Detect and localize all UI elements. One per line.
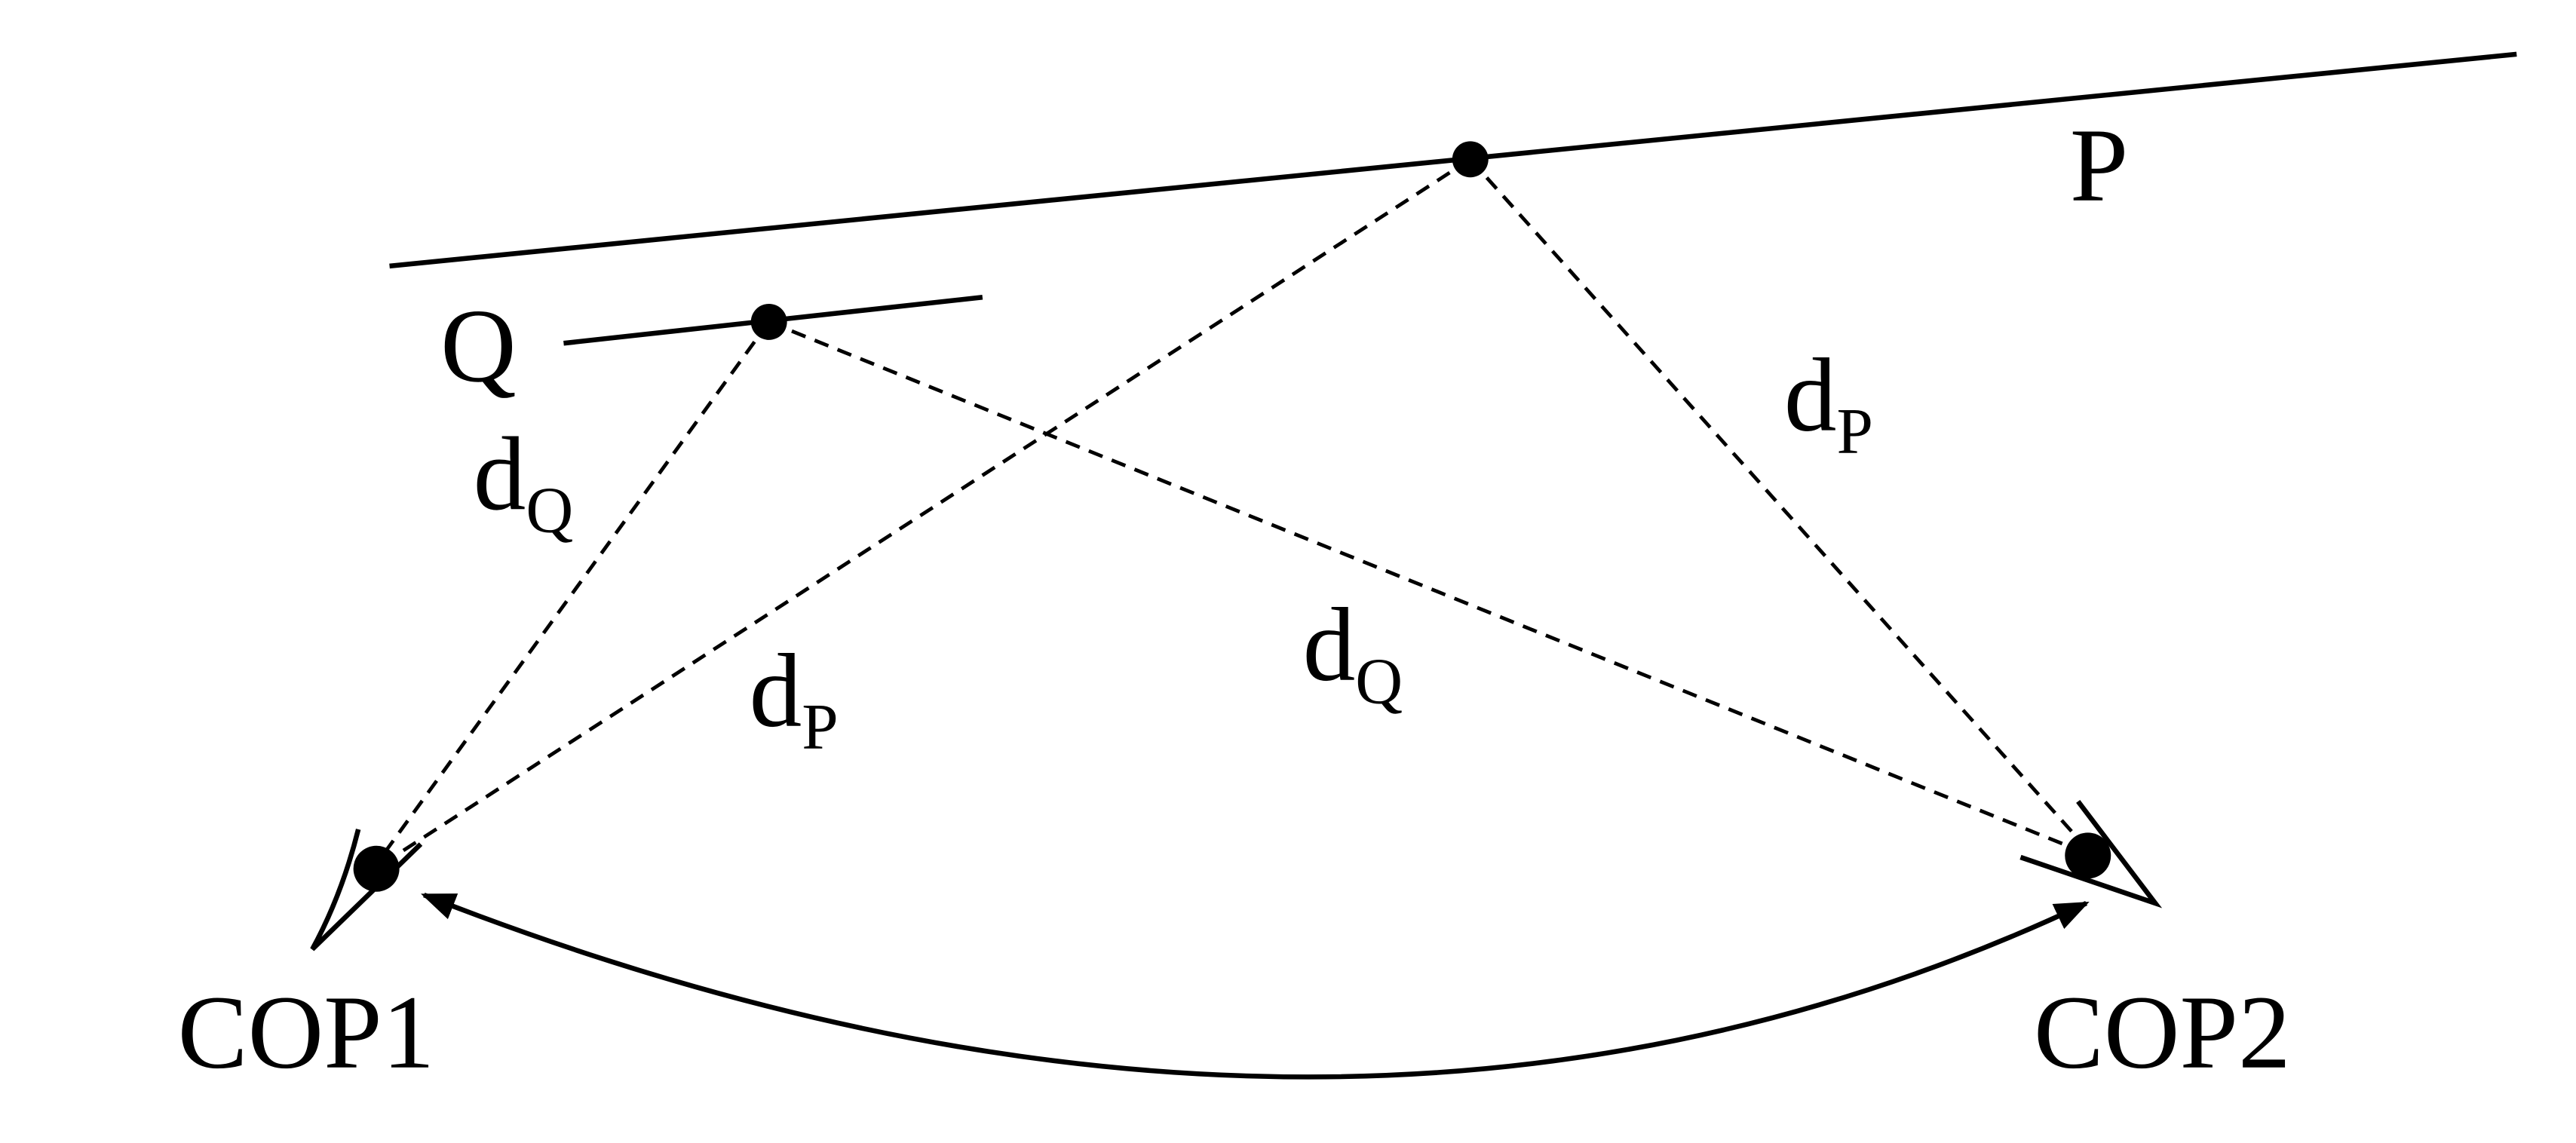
camera-cop1-icon bbox=[310, 829, 423, 951]
point-q bbox=[750, 303, 787, 340]
label-dq-right: dQ bbox=[1303, 587, 1403, 717]
label-dp-left: dP bbox=[750, 633, 839, 763]
ray-q-cop2 bbox=[768, 320, 2081, 853]
label-dp-right: dP bbox=[1784, 338, 1873, 467]
camera-cop2-icon bbox=[2019, 799, 2163, 909]
motion-arrow bbox=[421, 893, 2090, 1080]
label-p: P bbox=[2070, 108, 2129, 224]
ray-q-cop1 bbox=[379, 320, 771, 859]
label-dq-left: dQ bbox=[474, 416, 574, 546]
ray-p-cop1 bbox=[387, 158, 1472, 863]
point-p bbox=[1452, 141, 1489, 178]
ray-p-cop2 bbox=[1468, 158, 2085, 846]
label-cop1: COP1 bbox=[178, 975, 435, 1091]
label-cop2: COP2 bbox=[2034, 975, 2291, 1091]
label-q: Q bbox=[440, 288, 517, 404]
distance-rays bbox=[379, 158, 2085, 863]
